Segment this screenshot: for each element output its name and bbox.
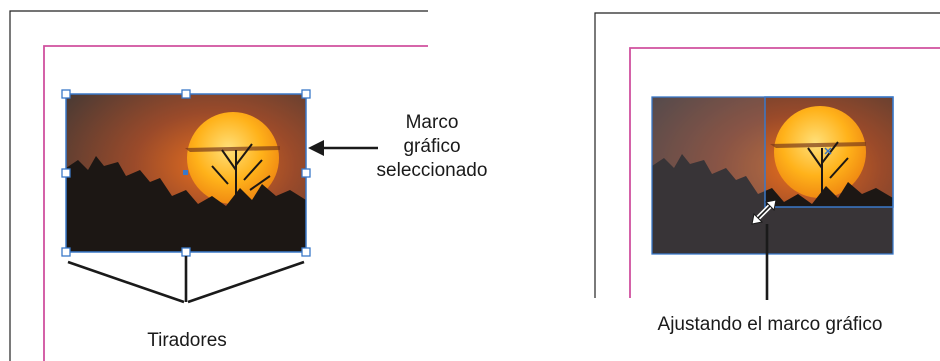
margin-guide-right bbox=[629, 47, 940, 298]
handle-top-left[interactable] bbox=[61, 89, 71, 99]
resize-cursor-icon bbox=[751, 199, 777, 225]
page-border-left bbox=[9, 10, 428, 361]
handles-pointer-lines bbox=[67, 256, 305, 304]
sun bbox=[187, 112, 279, 204]
handle-middle-left[interactable] bbox=[61, 168, 71, 178]
margin-guide-left bbox=[43, 45, 428, 361]
page-border-right bbox=[594, 12, 940, 298]
handle-top-right[interactable] bbox=[301, 89, 311, 99]
left-panel: Marco gráfico seleccionado Tiradores bbox=[9, 10, 488, 361]
handle-top-center[interactable] bbox=[181, 89, 191, 99]
right-panel: Ajustando el marco gráfico bbox=[594, 12, 940, 335]
handle-bottom-center[interactable] bbox=[181, 247, 191, 257]
frame-center-marker bbox=[824, 147, 832, 155]
callout-label-line-2: gráfico bbox=[403, 136, 460, 157]
adjusting-frame-caption: Ajustando el marco gráfico bbox=[658, 314, 883, 335]
graphic-frame-resizing[interactable] bbox=[764, 96, 894, 208]
callout-arrow bbox=[308, 140, 378, 156]
callout-label-line-1: Marco bbox=[406, 112, 459, 133]
frame-center-point bbox=[183, 170, 188, 175]
handle-bottom-right[interactable] bbox=[301, 247, 311, 257]
sunset-photo-left bbox=[66, 94, 306, 252]
callout-label-line-3: seleccionado bbox=[377, 160, 488, 181]
handles-label: Tiradores bbox=[147, 330, 227, 351]
tree-silhouette bbox=[66, 156, 306, 252]
handle-middle-right[interactable] bbox=[301, 168, 311, 178]
handle-bottom-left[interactable] bbox=[61, 247, 71, 257]
